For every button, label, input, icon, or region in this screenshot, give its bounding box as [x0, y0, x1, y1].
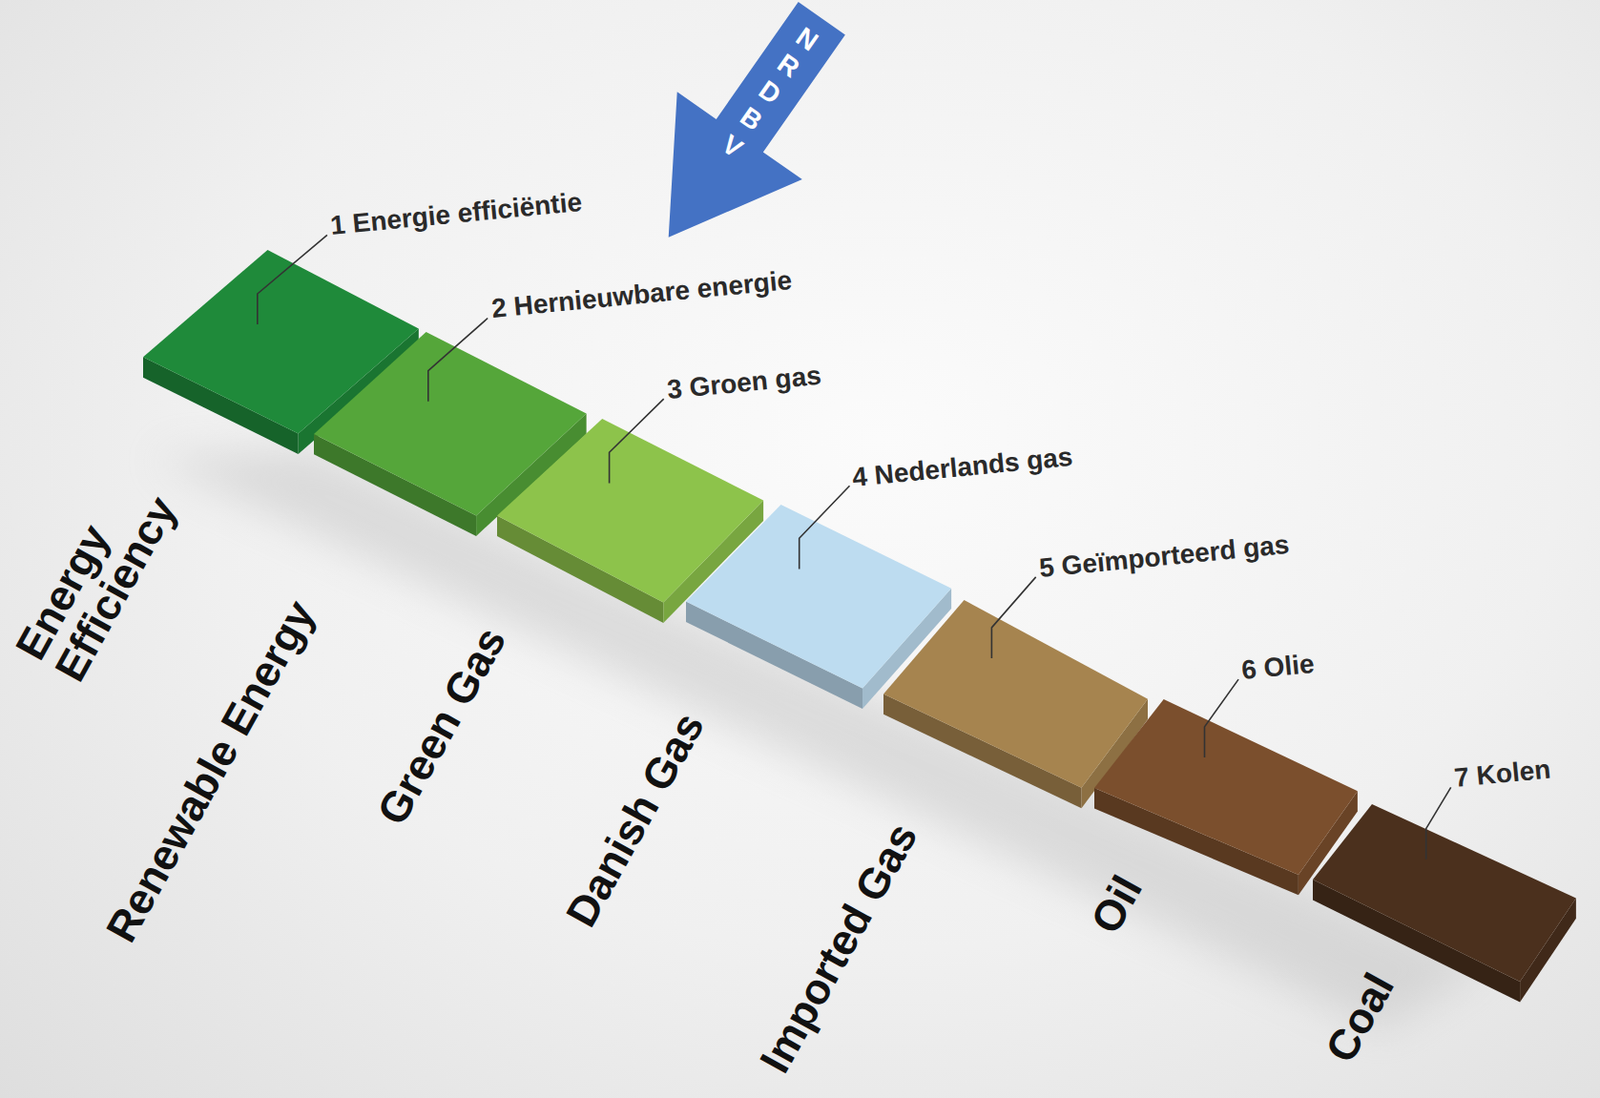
english-label: Oil — [1082, 869, 1150, 941]
energy-slab: 6 OlieOil — [1094, 699, 1358, 895]
slab-shape — [1312, 804, 1577, 1002]
slab-shape — [1094, 699, 1358, 895]
callout-label: 4 Nederlands gas — [851, 441, 1075, 494]
leader-line — [1426, 787, 1452, 860]
callout-label: 6 Olie — [1240, 648, 1316, 686]
leader-line — [428, 317, 488, 401]
slab-top — [883, 600, 1148, 789]
slab-top — [685, 504, 952, 689]
callout-label: 7 Kolen — [1453, 754, 1553, 795]
leader-line — [1204, 679, 1239, 758]
slab-top — [1312, 804, 1577, 982]
english-label: Imported Gas — [751, 815, 926, 1081]
callout-label: 3 Groen gas — [664, 359, 822, 406]
callout-label: 1 Energie efficiëntie — [328, 187, 582, 242]
leader-line — [992, 577, 1037, 659]
english-label: Renewable Energy — [98, 593, 323, 950]
leader-line — [257, 234, 328, 325]
leader-line — [608, 398, 664, 483]
english-label: Energy Efficiency — [7, 427, 208, 688]
callout-label: 5 Geïmporteerd gas — [1038, 529, 1291, 584]
arrow-letters: NRDBV — [711, 18, 828, 167]
arrow-body — [605, 0, 885, 281]
callout-label: 2 Hernieuwbare energie — [489, 265, 793, 325]
slab-top — [1094, 699, 1358, 875]
leader-line — [798, 486, 850, 570]
english-label: Green Gas — [369, 620, 515, 832]
pointer-arrow: NRDBV — [605, 0, 885, 281]
english-label: Coal — [1317, 966, 1403, 1070]
energy-slab: 7 KolenCoal — [1312, 804, 1577, 1002]
english-label: Danish Gas — [558, 705, 712, 934]
